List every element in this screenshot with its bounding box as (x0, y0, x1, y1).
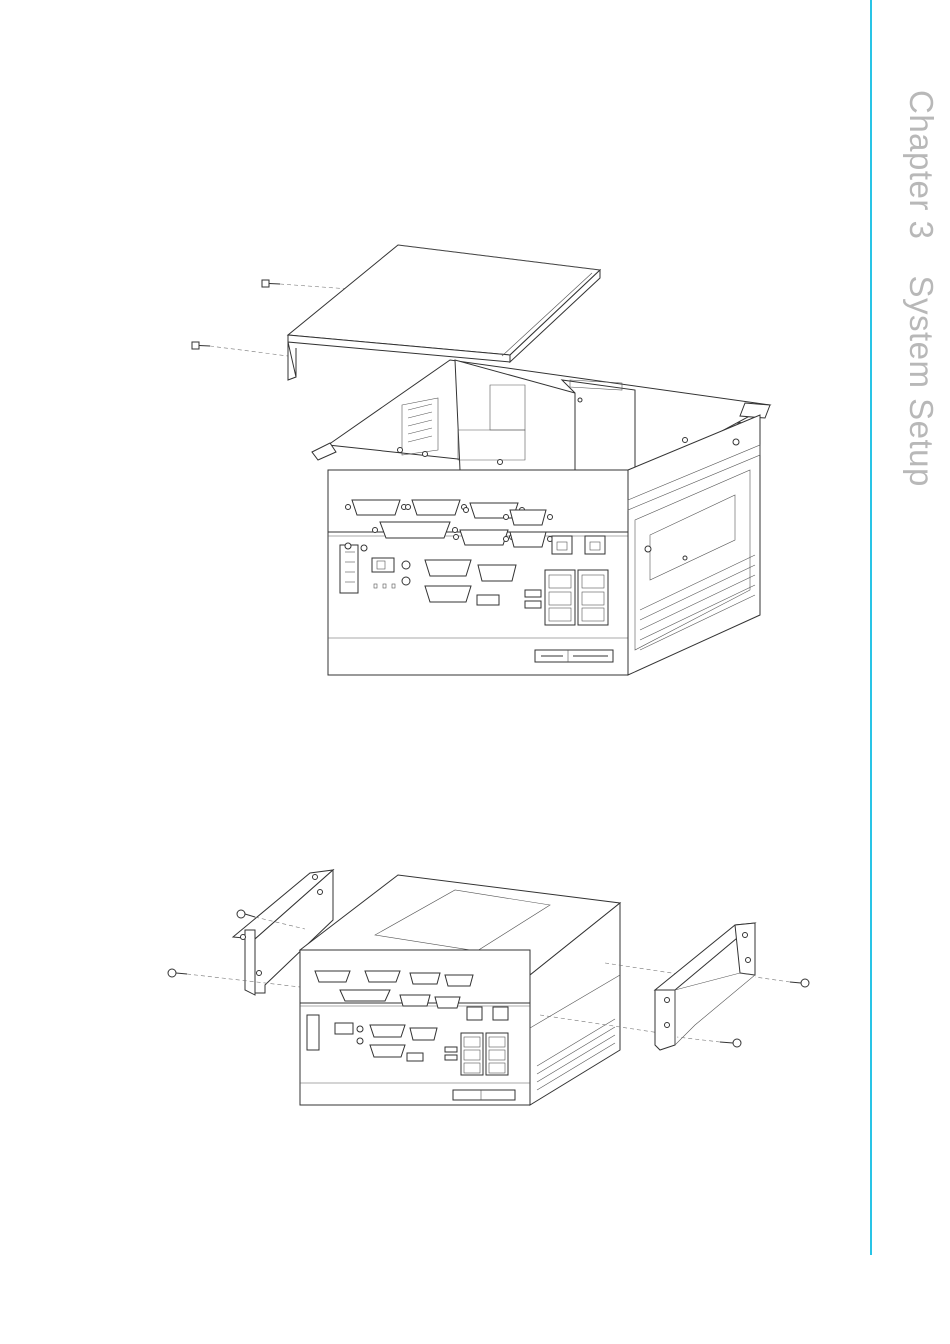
top-cover (288, 245, 600, 380)
right-mounting-bracket (655, 923, 755, 1050)
screw-icon (168, 969, 300, 987)
chapter-heading: Chapter 3 System Setup (902, 90, 940, 487)
power-switch (372, 558, 394, 572)
parallel-port (373, 522, 458, 538)
screw-icon (262, 280, 350, 289)
screw-icon (677, 1037, 741, 1047)
mounting-bracket-installation-diagram (155, 865, 815, 1125)
brand-plate (453, 1090, 515, 1100)
screw-icon (755, 977, 809, 987)
hdmi-port (477, 595, 499, 605)
section-title: System Setup (903, 275, 940, 486)
chapter-label: Chapter 3 (903, 90, 940, 239)
brand-plate (535, 650, 613, 662)
serial-port (425, 560, 471, 576)
chapter-tab: Chapter 3 System Setup (882, 90, 950, 530)
ethernet-port (552, 536, 572, 554)
serial-port (425, 586, 471, 602)
mounting-bracket-drawing (155, 865, 815, 1125)
top-cover-removal-drawing (180, 240, 780, 690)
chapter-side-rule (870, 0, 872, 1255)
chassis (300, 875, 620, 1105)
serial-port (478, 565, 516, 581)
top-cover-removal-diagram (180, 240, 780, 690)
screw-icon (192, 342, 288, 356)
ethernet-port (585, 536, 605, 554)
